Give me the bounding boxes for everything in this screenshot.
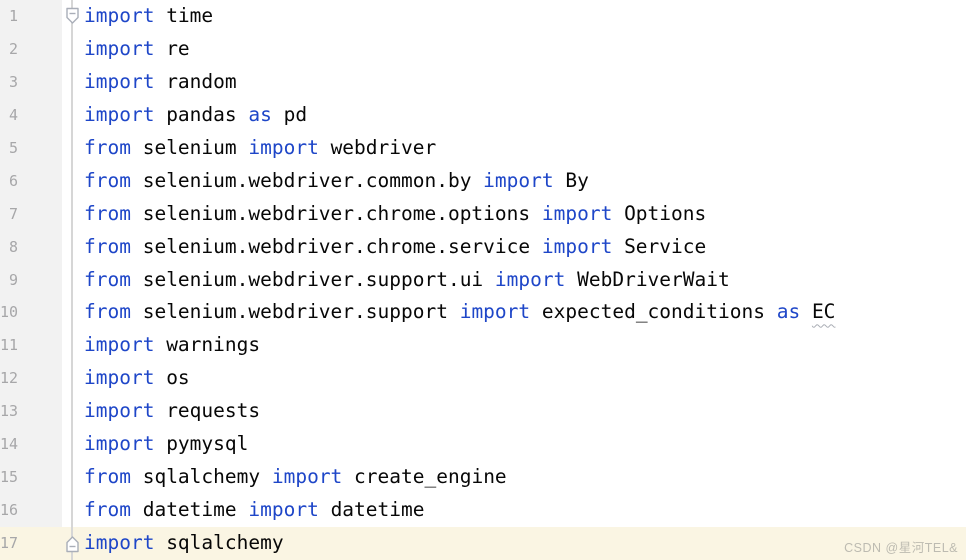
plain-token: requests [154,399,261,423]
code-line[interactable]: import requests [84,395,835,428]
plain-token: pandas [154,102,249,126]
code-line[interactable]: import time [84,0,835,33]
line-number[interactable]: 12 [0,369,19,388]
line-number[interactable]: 1 [8,7,18,25]
line-number[interactable]: 15 [0,468,19,487]
keyword-token: from [84,201,131,225]
keyword-token: import [84,333,155,357]
editor-gutter [0,0,62,560]
line-number[interactable]: 8 [8,237,18,256]
keyword-token: as [776,300,801,324]
keyword-token: from [84,300,131,324]
keyword-token: import [84,366,155,390]
plain-token: expected_conditions [530,300,777,324]
line-number[interactable]: 5 [8,138,18,157]
plain-token: selenium [130,135,249,159]
plain-token: time [154,4,214,27]
plain-token: datetime [130,498,249,522]
keyword-token: import [84,69,155,93]
code-line[interactable]: from sqlalchemy import create_engine [84,461,835,494]
keyword-token: import [84,531,155,554]
code-line[interactable]: import re [84,33,835,66]
watermark-text: CSDN @星河TEL& [844,541,958,555]
keyword-token: import [84,102,155,126]
plain-token: sqlalchemy [154,531,284,554]
fold-region-start-icon[interactable] [65,7,80,25]
plain-token [800,300,812,323]
keyword-token: import [459,300,531,324]
code-line[interactable]: from selenium.webdriver.support import e… [84,296,835,329]
plain-token: sqlalchemy [130,465,272,489]
gutter-separator [71,0,73,560]
keyword-token: import [248,498,319,522]
keyword-token: from [84,135,131,159]
plain-token: random [154,69,237,93]
keyword-token: import [84,432,155,456]
code-line[interactable]: import pymysql [84,428,835,461]
line-number[interactable]: 17 [0,534,19,552]
line-number[interactable]: 7 [8,204,18,223]
code-line[interactable]: import sqlalchemy [84,527,835,560]
plain-token: datetime [318,498,425,522]
current-line-highlight [0,527,966,560]
keyword-token: from [84,168,131,192]
code-line[interactable]: import pandas as pd [84,99,835,132]
keyword-token: import [84,399,155,423]
plain-token: os [154,366,190,390]
code-line[interactable]: from selenium.webdriver.chrome.service i… [84,231,835,264]
line-number[interactable]: 4 [8,105,18,124]
plain-token: re [154,36,190,60]
keyword-token: from [84,234,131,258]
plain-token: create_engine [342,465,507,489]
keyword-token: from [84,267,131,291]
line-number[interactable]: 3 [8,72,18,91]
line-number[interactable]: 6 [8,171,18,190]
plain-token: selenium.webdriver.chrome.options [130,201,542,225]
code-line[interactable]: from selenium.webdriver.chrome.options i… [84,198,835,231]
keyword-token: import [248,135,319,159]
plain-token: selenium.webdriver.support.ui [130,267,495,291]
keyword-token: import [84,4,155,27]
plain-token: Options [612,201,707,225]
code-line[interactable]: from datetime import datetime [84,494,835,527]
line-number[interactable]: 16 [0,501,19,520]
line-number[interactable]: 13 [0,402,19,421]
fold-region-end-icon[interactable] [65,535,80,553]
warning-token: EC [811,300,836,324]
plain-token: pd [271,102,308,126]
line-number[interactable]: 14 [0,435,19,454]
keyword-token: as [248,102,272,126]
line-number[interactable]: 10 [0,303,19,322]
keyword-token: from [84,465,131,489]
plain-token: pymysql [154,432,249,456]
code-line[interactable]: import warnings [84,329,835,362]
plain-token: By [553,168,589,192]
keyword-token: import [494,267,566,291]
keyword-token: import [483,168,554,192]
plain-token: selenium.webdriver.chrome.service [130,234,542,258]
code-line[interactable]: import random [84,66,835,99]
keyword-token: from [84,498,131,522]
plain-token: Service [612,234,707,258]
line-number[interactable]: 11 [0,336,19,355]
keyword-token: import [84,36,155,60]
keyword-token: import [271,465,343,489]
keyword-token: import [541,234,613,258]
plain-token: selenium.webdriver.common.by [130,168,484,192]
plain-token: webdriver [318,135,437,159]
code-line[interactable]: from selenium import webdriver [84,132,835,165]
code-line[interactable]: from selenium.webdriver.common.by import… [84,165,835,198]
code-line[interactable]: import os [84,362,835,395]
plain-token: warnings [154,333,261,357]
plain-token: selenium.webdriver.support [130,300,460,324]
keyword-token: import [541,201,613,225]
line-number[interactable]: 2 [8,39,18,58]
code-line[interactable]: from selenium.webdriver.support.ui impor… [84,264,835,297]
plain-token: WebDriverWait [565,267,730,291]
line-number[interactable]: 9 [8,270,18,289]
